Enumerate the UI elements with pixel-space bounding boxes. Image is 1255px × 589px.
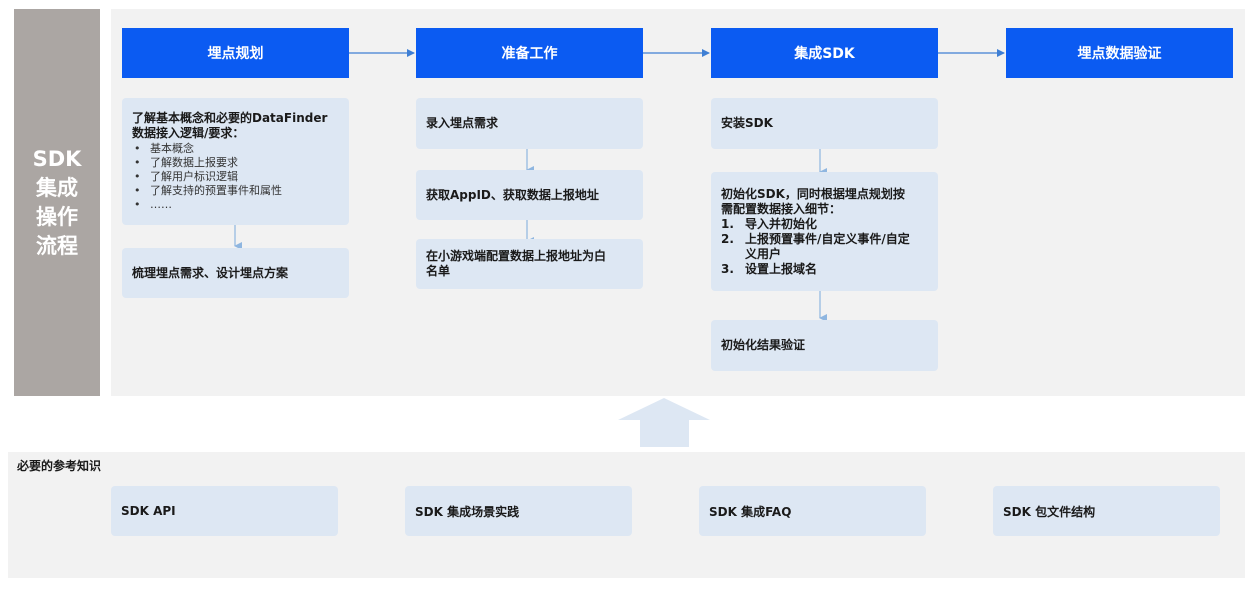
ref-card-label: SDK 集成FAQ — [709, 504, 792, 519]
planning-design-card: 梳理埋点需求、设计埋点方案 — [122, 248, 349, 298]
ref-card-integration-practice[interactable]: SDK 集成场景实践 — [405, 486, 632, 536]
sdk-init-list: 1. 导入并初始化 2. 上报预置事件/自定义事件/自定 义用户 3. 设置上报… — [721, 217, 928, 277]
sdk-init-card: 初始化SDK，同时根据埋点规划按 需配置数据接入细节： 1. 导入并初始化 2.… — [711, 172, 938, 291]
stage-planning: 埋点规划 — [122, 28, 349, 78]
list-item-text-cont: 义用户 — [745, 246, 782, 261]
prep-step2-card: 获取AppID、获取数据上报地址 — [416, 170, 643, 220]
stage-integration: 集成SDK — [711, 28, 938, 78]
stage-preparation-label: 准备工作 — [501, 46, 558, 62]
ref-card-sdk-api[interactable]: SDK API — [111, 486, 338, 536]
list-item-text: 设置上报域名 — [745, 261, 818, 276]
list-item: 了解用户标识逻辑 — [132, 170, 339, 184]
sdk-init-line1: 初始化SDK，同时根据埋点规划按 — [721, 186, 905, 201]
list-item-text: 导入并初始化 — [745, 216, 818, 231]
up-arrow-icon — [618, 398, 710, 447]
list-item: 了解支持的预置事件和属性 — [132, 184, 339, 198]
ref-card-label: SDK API — [121, 504, 176, 518]
list-number: 2. — [721, 231, 734, 246]
sdk-verify-text: 初始化结果验证 — [721, 338, 806, 352]
sdk-init-line2: 需配置数据接入细节： — [721, 201, 842, 216]
list-number: 1. — [721, 216, 734, 231]
prep-step3-line2: 名单 — [426, 264, 451, 278]
sdk-install-card: 安装SDK — [711, 98, 938, 149]
ref-card-label: SDK 包文件结构 — [1003, 504, 1096, 519]
prep-step3-line1: 在小游戏端配置数据上报地址为白 — [426, 249, 607, 263]
planning-bullet-list: 基本概念 了解数据上报要求 了解用户标识逻辑 了解支持的预置事件和属性 …… — [132, 142, 339, 212]
planning-intro-line2: 数据接入逻辑/要求： — [132, 126, 245, 140]
list-item: 1. 导入并初始化 — [721, 217, 928, 232]
prep-step3-card: 在小游戏端配置数据上报地址为白 名单 — [416, 239, 643, 289]
planning-concepts-card: 了解基本概念和必要的DataFinder 数据接入逻辑/要求： 基本概念 了解数… — [122, 98, 349, 225]
knowledge-title: 必要的参考知识 — [17, 459, 102, 473]
list-item-text: 上报预置事件/自定义事件/自定 — [745, 231, 910, 246]
sdk-install-text: 安装SDK — [721, 116, 773, 130]
prep-step1-text: 录入埋点需求 — [426, 116, 499, 130]
ref-card-package-structure[interactable]: SDK 包文件结构 — [993, 486, 1220, 536]
ref-card-label: SDK 集成场景实践 — [415, 504, 520, 519]
sdk-verify-card: 初始化结果验证 — [711, 320, 938, 371]
list-number: 3. — [721, 261, 734, 276]
stage-validation: 埋点数据验证 — [1006, 28, 1233, 78]
prep-step2-text: 获取AppID、获取数据上报地址 — [426, 187, 599, 202]
stage-validation-label: 埋点数据验证 — [1077, 46, 1162, 62]
list-item: 3. 设置上报域名 — [721, 262, 928, 277]
prep-step1-card: 录入埋点需求 — [416, 98, 643, 149]
stage-integration-label: 集成SDK — [794, 46, 855, 62]
ref-card-integration-faq[interactable]: SDK 集成FAQ — [699, 486, 926, 536]
sidebar-panel — [14, 9, 100, 396]
stage-preparation: 准备工作 — [416, 28, 643, 78]
list-item: 2. 上报预置事件/自定义事件/自定 义用户 — [721, 232, 928, 262]
list-item: 基本概念 — [132, 142, 339, 156]
list-item: …… — [132, 198, 339, 212]
planning-design-text: 梳理埋点需求、设计埋点方案 — [132, 265, 289, 280]
stage-planning-label: 埋点规划 — [207, 46, 264, 62]
sidebar-title: SDK 集成 操作 流程 — [32, 147, 82, 258]
list-item: 了解数据上报要求 — [132, 156, 339, 170]
planning-intro-line1: 了解基本概念和必要的DataFinder — [132, 111, 328, 125]
